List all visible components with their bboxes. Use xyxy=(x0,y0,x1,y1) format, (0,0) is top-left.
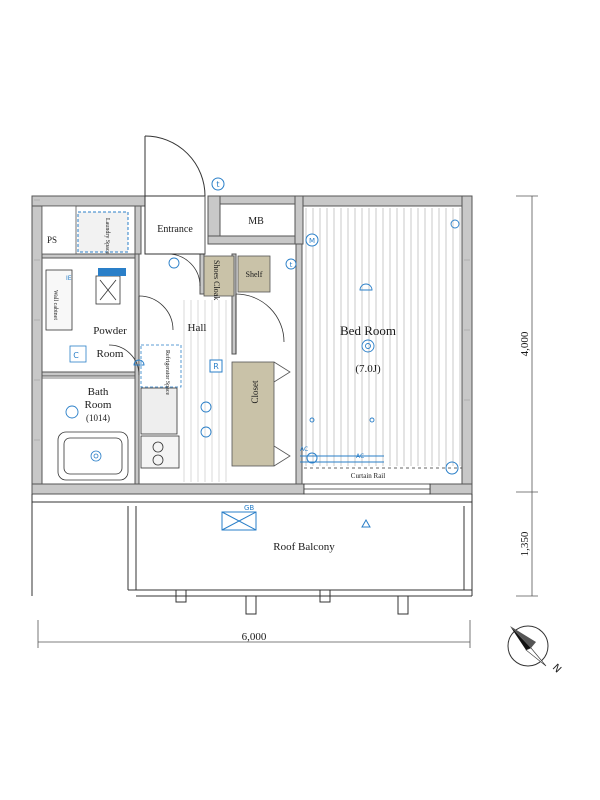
r-symbol-label: R xyxy=(213,362,219,371)
electrical-symbols xyxy=(65,219,460,438)
compass-icon xyxy=(507,625,549,667)
bath-room-label-2: Room xyxy=(85,399,112,411)
balcony-depth-dimension: 1,350 xyxy=(519,531,531,556)
ie-symbol-label: IE xyxy=(66,275,72,282)
wall-hatch xyxy=(34,199,470,441)
gb-unit xyxy=(221,511,257,531)
balcony xyxy=(31,494,473,615)
dimension-lines xyxy=(37,195,538,648)
wall-cabinet-label: Wall cabinet xyxy=(52,290,58,320)
ps-label: PS xyxy=(47,235,57,245)
bedroom-size-label: (7.0J) xyxy=(355,363,381,375)
kitchen-area xyxy=(140,344,182,469)
bedroom-label: Bed Room xyxy=(340,323,396,338)
t-symbol-mid-label: t xyxy=(290,261,293,269)
refrigerator-label: Refrigerator Space xyxy=(164,350,171,395)
entrance-door xyxy=(144,135,206,255)
closet xyxy=(231,361,275,467)
hall-label: Hall xyxy=(188,322,207,334)
bath-size-label: (1014) xyxy=(86,413,110,423)
shelf-label: Shelf xyxy=(246,270,263,279)
exterior-walls xyxy=(31,195,473,495)
bath-fixtures xyxy=(42,377,135,481)
curtain-rail-label: Curtain Rail xyxy=(351,472,385,480)
powder-room-label: Powder xyxy=(93,325,127,337)
ac-label-1: AC xyxy=(300,446,308,453)
powder-room-label-2: Room xyxy=(97,348,124,360)
t-symbol-top xyxy=(211,177,225,191)
interior-doors xyxy=(108,253,285,376)
bedroom-window xyxy=(303,467,462,495)
ac-label-2: AC xyxy=(356,453,364,460)
closet-label: Closet xyxy=(250,380,260,404)
bedroom-floor-lines xyxy=(305,208,461,466)
ac-units xyxy=(300,452,459,475)
gb-label: GB xyxy=(244,504,254,512)
entrance-label: Entrance xyxy=(157,224,193,235)
m-symbol-label: M xyxy=(309,237,315,245)
closet-door-marks xyxy=(273,361,291,467)
mb-label: MB xyxy=(248,216,264,227)
laundry-space xyxy=(77,211,129,253)
r-symbol xyxy=(209,359,223,373)
shelf xyxy=(237,255,271,293)
width-dimension: 6,000 xyxy=(242,631,267,643)
bedroom-depth-dimension: 4,000 xyxy=(519,331,531,356)
triangle-marker xyxy=(361,518,371,528)
ps-box xyxy=(41,205,77,255)
roof-balcony-label: Roof Balcony xyxy=(273,541,335,553)
m-symbol xyxy=(305,233,319,247)
c-symbol-label: C xyxy=(73,351,79,360)
powder-room-fixtures xyxy=(45,268,126,363)
t-symbol-top-label: t xyxy=(216,180,219,189)
shoes-cloak-label: Shoes Cloak xyxy=(212,260,221,300)
bath-room-label: Bath xyxy=(88,386,109,398)
hall-floor-lines xyxy=(183,300,227,482)
laundry-label: Laundry Space xyxy=(104,218,110,254)
north-label: N xyxy=(550,662,563,675)
shoes-cloak xyxy=(203,255,235,297)
